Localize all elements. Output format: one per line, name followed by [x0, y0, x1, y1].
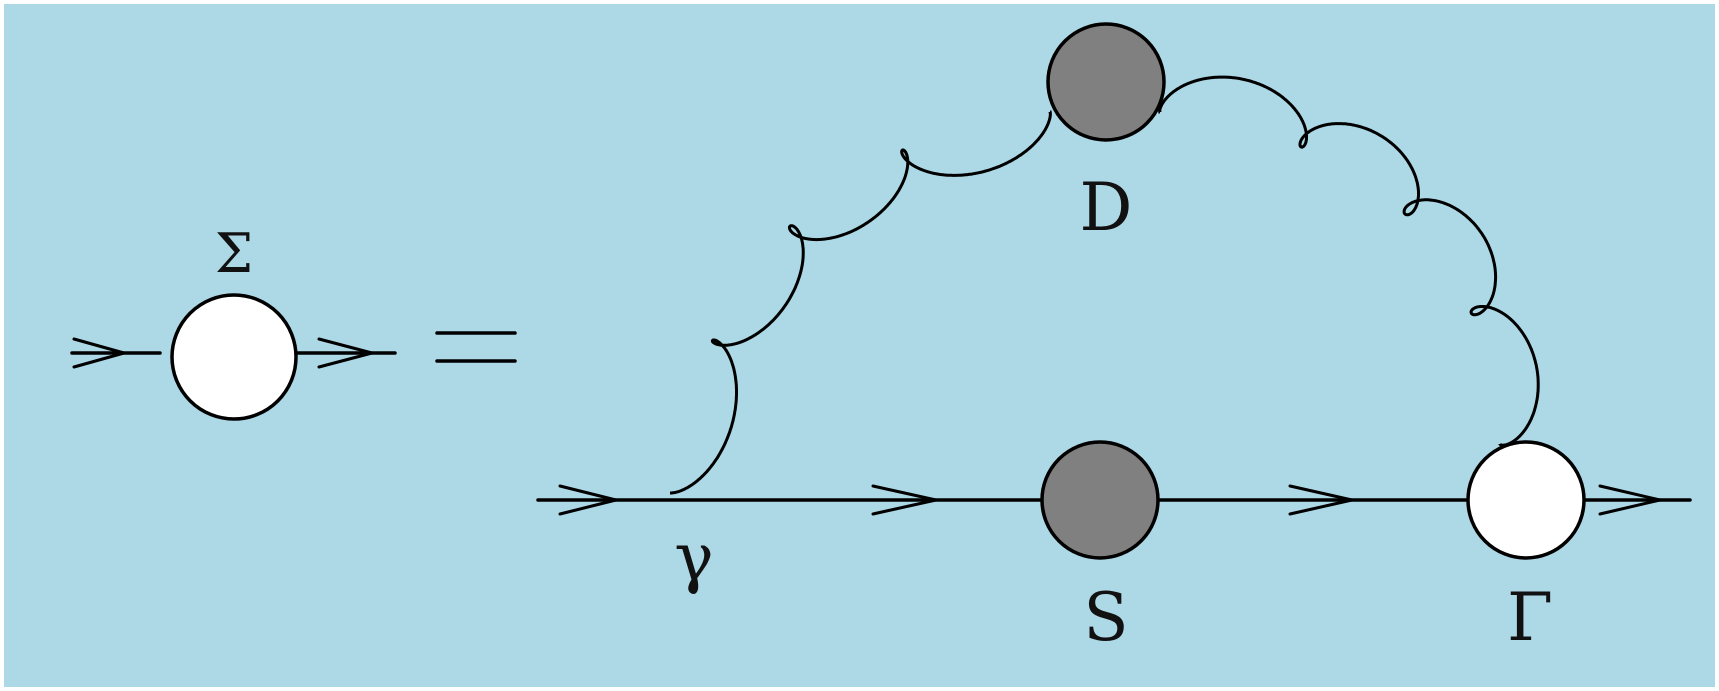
quark-arrow-in-icon [558, 484, 618, 516]
gluon-line-right [1158, 75, 1540, 447]
bare-vertex-label: γ [674, 519, 713, 596]
gluon-line-left [670, 110, 1052, 495]
quark-propagator-label: S [1083, 579, 1128, 656]
loop-diagram: γ D S Γ [536, 22, 1692, 656]
equals-sign [435, 331, 517, 363]
gluon-propagator-label: D [1080, 169, 1133, 246]
gluon-propagator-blob [1046, 22, 1166, 142]
self-energy-label: Σ [215, 222, 253, 285]
self-energy-blob [170, 293, 298, 421]
outgoing-arrow-icon [317, 337, 374, 369]
quark-propagator-blob [1040, 440, 1160, 560]
dressed-vertex-label: Γ [1507, 579, 1553, 656]
self-energy-term: Σ [70, 222, 397, 421]
dressed-vertex-blob [1466, 440, 1586, 560]
quark-arrow-out-icon [1598, 484, 1662, 516]
quark-arrow-mid-icon [871, 484, 938, 516]
quark-arrow-right-icon [1288, 484, 1354, 516]
incoming-arrow-icon [72, 337, 126, 369]
